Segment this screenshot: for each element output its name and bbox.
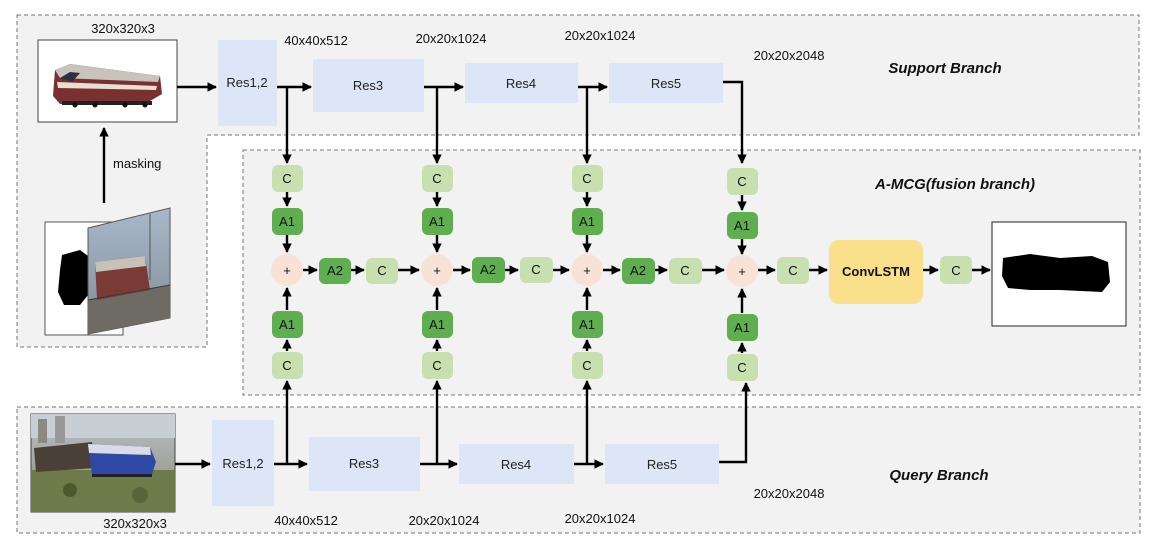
query-input-image	[30, 413, 176, 513]
a1-label: A1	[579, 317, 595, 332]
a2-label: A2	[327, 263, 343, 278]
support-size-3: 20x20x1024	[565, 28, 636, 43]
a1-node	[422, 208, 453, 235]
support-branch-title: Support Branch	[888, 60, 1001, 77]
a1-label: A1	[429, 214, 445, 229]
support-size-1: 40x40x512	[284, 33, 348, 48]
support-res4-label: Res4	[506, 76, 536, 91]
sum-node	[271, 254, 303, 286]
a1-node	[272, 208, 303, 235]
c-label: C	[432, 171, 441, 186]
a2-node	[622, 258, 655, 284]
a1-label: A1	[734, 218, 750, 233]
c-label: C	[582, 171, 591, 186]
query-res5-label: Res5	[647, 457, 677, 472]
query-input-size: 320x320x3	[103, 516, 167, 531]
query-res12-label: Res1,2	[222, 456, 263, 471]
c-node	[572, 352, 603, 379]
support-input-size: 320x320x3	[91, 21, 155, 36]
support-branch-panel	[16, 14, 1140, 348]
a1-node	[572, 208, 603, 235]
c-label: C	[282, 171, 291, 186]
sum-label: +	[583, 263, 591, 278]
c-node	[669, 258, 702, 284]
conv-lstm-block	[829, 240, 923, 304]
sum-node	[571, 254, 603, 286]
support-input-image	[37, 39, 178, 123]
a1-label: A1	[279, 317, 295, 332]
c-label: C	[432, 358, 441, 373]
support-res3-label: Res3	[353, 78, 383, 93]
query-res4-block	[459, 444, 574, 484]
c-node	[366, 258, 398, 284]
c-node	[777, 257, 809, 284]
support-size-2: 20x20x1024	[416, 31, 487, 46]
query-size-3: 20x20x1024	[565, 511, 636, 526]
sum-label: +	[283, 263, 291, 278]
a2-node	[319, 258, 351, 284]
a1-label: A1	[279, 214, 295, 229]
support-size-4: 20x20x2048	[754, 48, 825, 63]
query-res3-block	[309, 437, 420, 491]
query-res3-label: Res3	[349, 456, 379, 471]
sum-node	[726, 255, 758, 287]
output-mask-image	[991, 221, 1127, 327]
query-res5-block	[605, 444, 719, 484]
a2-node	[472, 257, 505, 283]
c-label: C	[531, 262, 540, 277]
query-res4-label: Res4	[501, 457, 531, 472]
c-label: C	[582, 358, 591, 373]
c-label: C	[737, 174, 746, 189]
query-branch-title: Query Branch	[889, 467, 988, 484]
c-label: C	[737, 360, 746, 375]
a1-node	[727, 314, 758, 341]
c-node	[422, 352, 453, 379]
support-res5-block	[609, 63, 723, 103]
support-res3-block	[313, 59, 424, 112]
a1-label: A1	[579, 214, 595, 229]
c-label: C	[680, 263, 689, 278]
support-res12-label: Res1,2	[226, 75, 267, 90]
a1-label: A1	[429, 317, 445, 332]
c-node	[727, 354, 758, 381]
a2-label: A2	[630, 263, 646, 278]
a1-label: A1	[734, 320, 750, 335]
sum-label: +	[738, 264, 746, 279]
c-node	[940, 256, 972, 284]
a1-node	[727, 212, 758, 239]
support-res4-block	[465, 63, 578, 103]
query-size-4: 20x20x2048	[754, 486, 825, 501]
c-node	[272, 165, 303, 192]
fusion-branch-title: A-MCG(fusion branch)	[874, 176, 1035, 193]
c-node	[520, 257, 553, 283]
a1-node	[272, 311, 303, 338]
query-branch-panel	[16, 406, 1141, 534]
conv-lstm-label: ConvLSTM	[842, 264, 910, 279]
query-size-2: 20x20x1024	[409, 513, 480, 528]
a2-label: A2	[480, 262, 496, 277]
a1-node	[572, 311, 603, 338]
support-photo-image	[87, 207, 171, 335]
a1-node	[422, 311, 453, 338]
c-node	[572, 165, 603, 192]
c-label: C	[951, 263, 960, 278]
support-res5-label: Res5	[651, 76, 681, 91]
sum-node	[421, 254, 453, 286]
c-label: C	[788, 263, 797, 278]
c-label: C	[282, 358, 291, 373]
c-label: C	[377, 263, 386, 278]
support-res12-block	[218, 40, 277, 126]
c-node	[727, 168, 758, 195]
masking-label: masking	[113, 156, 161, 171]
query-size-1: 40x40x512	[274, 513, 338, 528]
c-node	[272, 352, 303, 379]
sum-label: +	[433, 263, 441, 278]
query-res12-block	[212, 420, 274, 506]
c-node	[422, 165, 453, 192]
